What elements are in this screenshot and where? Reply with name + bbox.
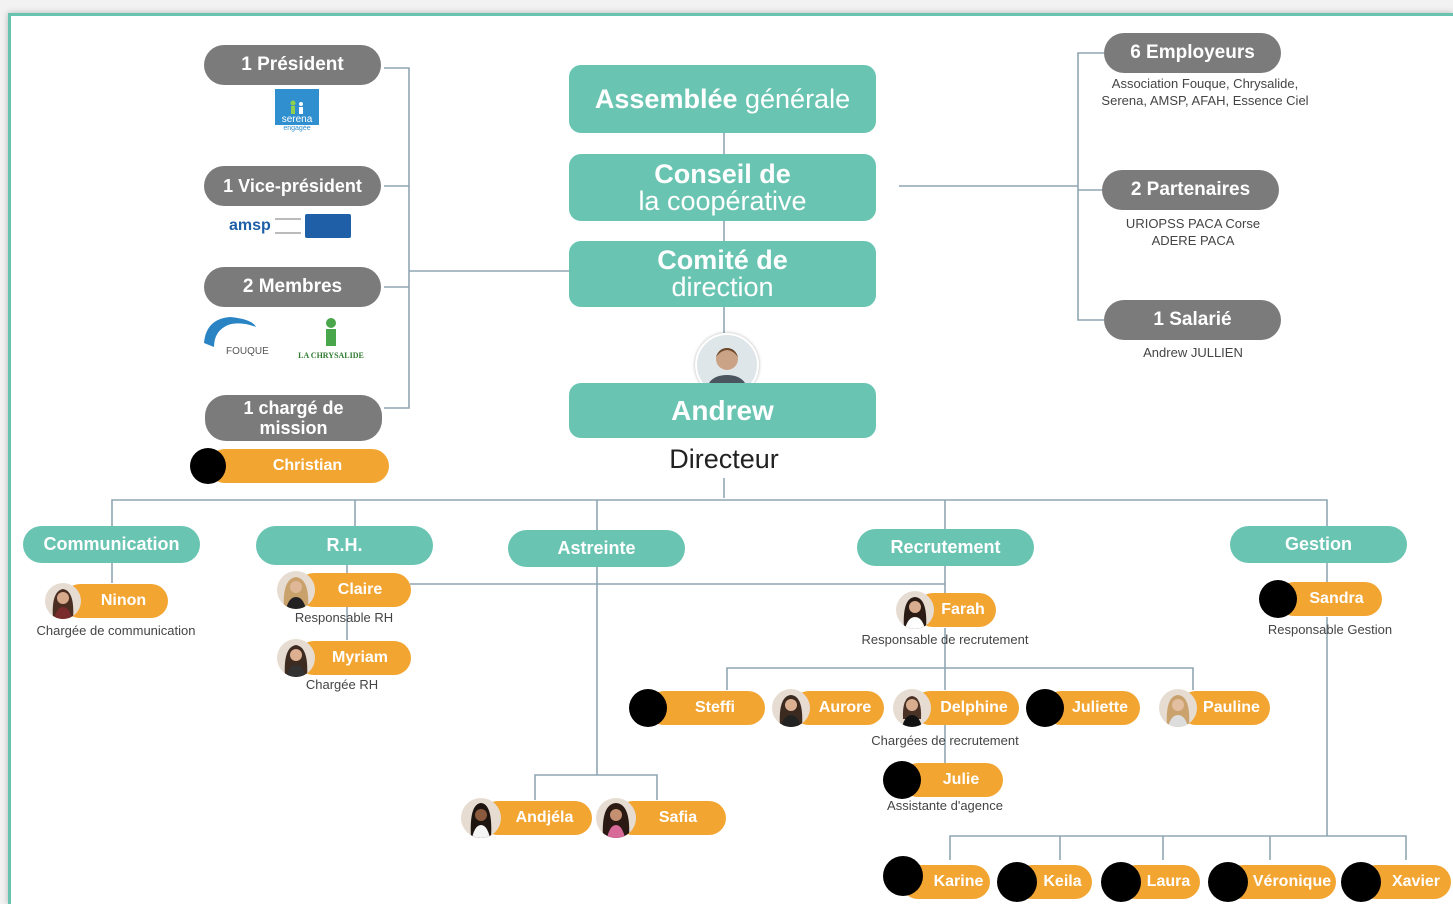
comite-line2: direction: [671, 272, 774, 302]
dept-recrutement: Recrutement: [857, 529, 1034, 566]
person-andjela: Andjéla: [461, 798, 592, 838]
avatar-placeholder: [997, 862, 1037, 902]
person-christian-name: Christian: [208, 449, 389, 483]
fouque-logo: FOUQUE: [200, 313, 275, 369]
sandra-role: Responsable Gestion: [1267, 622, 1393, 637]
avatar-photo: [277, 639, 315, 677]
person-steffi: Steffi: [629, 689, 765, 727]
director-name-box: Andrew: [569, 383, 876, 438]
person-aurore: Aurore: [772, 689, 884, 727]
person-juliette: Juliette: [1026, 689, 1140, 727]
chrysalide-logo: LA CHRYSALIDE: [290, 316, 372, 368]
avatar-placeholder: [1026, 689, 1064, 727]
membres-pill: 2 Membres: [204, 267, 381, 307]
person-karine: Karine: [883, 856, 990, 900]
avatar-placeholder: [190, 448, 226, 484]
serena-logo: serena engagée: [275, 89, 319, 143]
person-pauline-name: Pauline: [1179, 691, 1270, 725]
person-karine-name: Karine: [901, 865, 990, 899]
avatar-placeholder: [1208, 862, 1248, 902]
farah-role: Responsable de recrutement: [861, 632, 1029, 647]
person-julie: Julie: [883, 761, 1003, 799]
assemblee-generale-box: Assemblée générale: [569, 65, 876, 133]
charge-mission-pill: 1 chargé de mission: [205, 395, 382, 441]
avatar-placeholder: [1101, 862, 1141, 902]
avatar-photo: [896, 591, 934, 629]
person-xavier: Xavier: [1341, 862, 1451, 902]
person-myriam: Myriam: [277, 639, 411, 677]
avatar-photo: [596, 798, 636, 838]
salarie-pill: 1 Salarié: [1104, 300, 1281, 340]
avatar-photo: [1159, 689, 1197, 727]
avatar-photo: [772, 689, 810, 727]
conseil-line1: Conseil de: [654, 158, 791, 189]
serena-logo-text: serena: [281, 114, 313, 125]
person-veronique: Véronique: [1208, 862, 1336, 902]
fouque-logo-text: FOUQUE: [226, 346, 269, 357]
avatar-photo: [893, 689, 931, 727]
conseil-cooperative-box: Conseil de la coopérative: [569, 154, 876, 221]
president-pill: 1 Président: [204, 45, 381, 85]
comite-line1: Comité de: [657, 245, 788, 275]
dept-communication: Communication: [23, 526, 200, 563]
serena-logo-sub: engagée: [283, 125, 311, 132]
dept-gestion: Gestion: [1230, 526, 1407, 563]
partenaires-desc-1: URIOPSS PACA Corse: [1125, 216, 1261, 231]
chrysalide-logo-text: LA CHRYSALIDE: [298, 351, 364, 360]
person-sandra: Sandra: [1259, 580, 1382, 618]
recrutement-team-role: Chargées de recrutement: [871, 733, 1019, 748]
amsp-logo-text: amsp: [229, 216, 271, 234]
person-claire-name: Claire: [297, 573, 411, 607]
avatar-placeholder: [1341, 862, 1381, 902]
avatar-placeholder: [1259, 580, 1297, 618]
person-laura: Laura: [1101, 862, 1200, 902]
partenaires-desc-2: ADERE PACA: [1151, 233, 1235, 248]
conseil-line2: la coopérative: [638, 185, 807, 216]
dept-astreinte: Astreinte: [508, 530, 685, 567]
assemblee-line1: Assemblée: [594, 83, 738, 114]
person-keila: Keila: [997, 862, 1092, 902]
salarie-desc: Andrew JULLIEN: [1143, 345, 1243, 360]
amsp-logo: amsp: [229, 212, 351, 239]
myriam-role: Chargée RH: [305, 677, 379, 692]
avatar-photo: [461, 798, 501, 838]
employeurs-pill: 6 Employeurs: [1104, 33, 1281, 73]
ninon-role: Chargée de communication: [36, 623, 196, 638]
person-andjela-name: Andjéla: [481, 801, 592, 835]
avatar-placeholder: [629, 689, 667, 727]
employeurs-desc-1: Association Fouque, Chrysalide,: [1111, 76, 1299, 91]
vice-president-pill: 1 Vice-président: [204, 166, 381, 206]
avatar-placeholder: [883, 761, 921, 799]
avatar-photo: [45, 583, 81, 619]
partenaires-pill: 2 Partenaires: [1102, 170, 1279, 210]
person-safia: Safia: [596, 798, 726, 838]
julie-role: Assistante d'agence: [887, 798, 1003, 813]
person-christian: Christian: [190, 448, 389, 484]
assemblee-line2: générale: [745, 83, 851, 114]
avatar-placeholder: [883, 856, 923, 896]
person-delphine: Delphine: [893, 689, 1019, 727]
person-ninon: Ninon: [45, 583, 168, 619]
comite-direction-box: Comité de direction: [569, 241, 876, 307]
director-name: Andrew: [671, 394, 774, 426]
dept-rh: R.H.: [256, 526, 433, 565]
person-myriam-name: Myriam: [297, 641, 411, 675]
person-pauline: Pauline: [1159, 689, 1270, 727]
avatar-photo: [277, 571, 315, 609]
person-farah: Farah: [896, 591, 996, 629]
director-title: Directeur: [669, 444, 779, 474]
person-claire: Claire: [277, 571, 411, 609]
claire-role: Responsable RH: [294, 610, 394, 625]
employeurs-desc-2: Serena, AMSP, AFAH, Essence Ciel: [1101, 93, 1309, 108]
